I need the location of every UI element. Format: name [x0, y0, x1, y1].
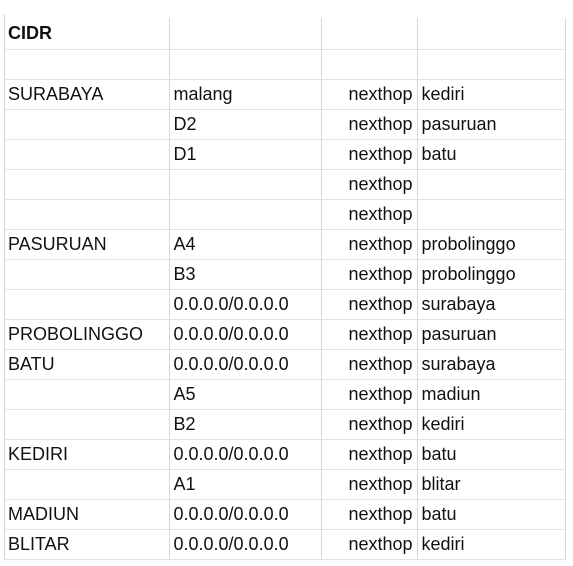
header-row: CIDR [4, 18, 566, 50]
cell-action[interactable]: nexthop [321, 439, 418, 470]
cell-next-hop[interactable]: pasuruan [417, 319, 566, 350]
cell-network[interactable]: A5 [169, 379, 322, 410]
cell-action[interactable]: nexthop [321, 169, 418, 200]
cell-action[interactable]: nexthop [321, 409, 418, 440]
cell-router[interactable] [4, 259, 170, 290]
cell-router[interactable] [4, 109, 170, 140]
cell-action[interactable]: nexthop [321, 469, 418, 500]
cell-action[interactable]: nexthop [321, 319, 418, 350]
cell-network[interactable]: 0.0.0.0/0.0.0.0 [169, 289, 322, 320]
cell-next-hop[interactable]: kediri [417, 79, 566, 110]
cell-next-hop[interactable]: probolinggo [417, 229, 566, 260]
cell-router[interactable] [4, 379, 170, 410]
cell-next-hop[interactable]: surabaya [417, 349, 566, 380]
cell-network[interactable]: 0.0.0.0/0.0.0.0 [169, 529, 322, 560]
cell-next-hop[interactable]: surabaya [417, 289, 566, 320]
cell-action[interactable]: nexthop [321, 499, 418, 530]
cell-action[interactable]: nexthop [321, 259, 418, 290]
cell-router[interactable]: PASURUAN [4, 229, 170, 260]
cell-router[interactable]: BATU [4, 349, 170, 380]
cell-router[interactable] [4, 469, 170, 500]
cell-network[interactable] [169, 169, 322, 200]
cell-empty[interactable] [169, 49, 322, 80]
cell-next-hop[interactable]: blitar [417, 469, 566, 500]
cell-action[interactable]: nexthop [321, 229, 418, 260]
cell-empty[interactable] [169, 18, 322, 50]
cell-network[interactable]: 0.0.0.0/0.0.0.0 [169, 319, 322, 350]
cell-network[interactable]: B2 [169, 409, 322, 440]
cell-router[interactable] [4, 409, 170, 440]
cell-network[interactable]: D1 [169, 139, 322, 170]
cell-router[interactable]: SURABAYA [4, 79, 170, 110]
cell-action[interactable]: nexthop [321, 139, 418, 170]
blank-row [4, 49, 566, 80]
cell-router[interactable]: MADIUN [4, 499, 170, 530]
cell-router[interactable] [4, 139, 170, 170]
cell-network[interactable]: 0.0.0.0/0.0.0.0 [169, 499, 322, 530]
cell-next-hop[interactable] [417, 199, 566, 230]
cell-network[interactable]: A4 [169, 229, 322, 260]
cell-router[interactable]: PROBOLINGGO [4, 319, 170, 350]
cell-network[interactable] [169, 199, 322, 230]
cell-network[interactable]: 0.0.0.0/0.0.0.0 [169, 349, 322, 380]
cell-router[interactable] [4, 289, 170, 320]
cell-action[interactable]: nexthop [321, 289, 418, 320]
cell-next-hop[interactable]: pasuruan [417, 109, 566, 140]
cell-next-hop[interactable]: batu [417, 139, 566, 170]
cell-empty[interactable] [321, 18, 418, 50]
cell-next-hop[interactable]: kediri [417, 409, 566, 440]
cell-network[interactable]: 0.0.0.0/0.0.0.0 [169, 439, 322, 470]
cell-action[interactable]: nexthop [321, 379, 418, 410]
cell-empty[interactable] [417, 49, 566, 80]
cell-next-hop[interactable]: madiun [417, 379, 566, 410]
cell-router[interactable]: KEDIRI [4, 439, 170, 470]
cell-network[interactable]: B3 [169, 259, 322, 290]
cell-next-hop[interactable]: kediri [417, 529, 566, 560]
cell-network[interactable]: malang [169, 79, 322, 110]
cell-action[interactable]: nexthop [321, 109, 418, 140]
cell-router[interactable]: BLITAR [4, 529, 170, 560]
table-row: nexthop [4, 199, 566, 230]
cell-next-hop[interactable]: probolinggo [417, 259, 566, 290]
cell-router[interactable] [4, 169, 170, 200]
cell-action[interactable]: nexthop [321, 349, 418, 380]
cell-network[interactable]: A1 [169, 469, 322, 500]
cell-empty[interactable] [417, 18, 566, 50]
cell-action[interactable]: nexthop [321, 79, 418, 110]
cell-network[interactable]: D2 [169, 109, 322, 140]
cell-router[interactable] [4, 199, 170, 230]
cell-next-hop[interactable]: batu [417, 499, 566, 530]
cell-next-hop[interactable]: batu [417, 439, 566, 470]
cell-title[interactable]: CIDR [4, 18, 170, 50]
cell-next-hop[interactable] [417, 169, 566, 200]
cell-empty[interactable] [4, 49, 170, 80]
cell-empty[interactable] [321, 49, 418, 80]
table-row: nexthop [4, 169, 566, 200]
cell-action[interactable]: nexthop [321, 199, 418, 230]
cell-action[interactable]: nexthop [321, 529, 418, 560]
